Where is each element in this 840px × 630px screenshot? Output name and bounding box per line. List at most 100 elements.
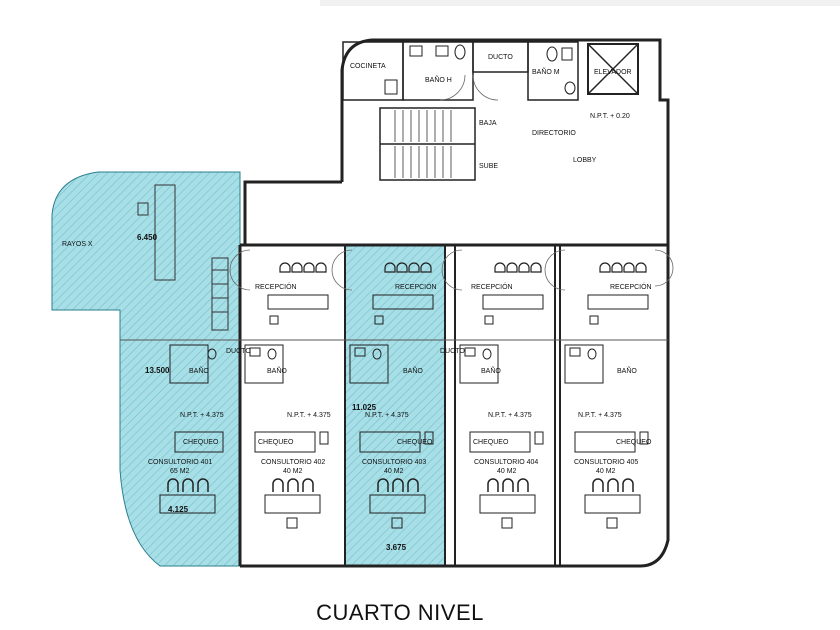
doctor-chair	[286, 517, 298, 529]
waiting-chair	[303, 262, 315, 273]
sink	[464, 347, 476, 357]
consult-chair	[607, 478, 619, 492]
label-rayos-x: RAYOS X	[62, 241, 93, 248]
suite-403-recepcion: RECEPCIÓN	[395, 282, 437, 291]
suite-405-chequeo: CHEQUEO	[616, 439, 652, 446]
suite-403-name: CONSULTORIO 403	[362, 459, 426, 466]
suite-404-chequeo: CHEQUEO	[473, 439, 509, 446]
consult-chair	[487, 478, 499, 492]
consult-chair	[287, 478, 299, 492]
suite-401-recepcion: RECEPCIÓN	[255, 282, 297, 291]
consult-desk	[159, 494, 216, 514]
label-directorio: DIRECTORIO	[532, 130, 576, 137]
dimension-6450: 6.450	[137, 233, 158, 242]
label-bano-h: BAÑO H	[425, 75, 452, 84]
consult-chair	[272, 478, 284, 492]
rayos-x-fixtures	[137, 184, 229, 331]
toilet	[587, 348, 597, 360]
suite-403-area: 40 M2	[384, 468, 404, 475]
dimension-13500: 13.500	[145, 366, 170, 375]
consult-chair	[197, 478, 209, 492]
reception-desk	[372, 294, 434, 310]
exam-table	[359, 431, 421, 453]
exam-stool	[319, 431, 329, 445]
suite-402-bano: BAÑO	[267, 366, 287, 375]
suite-404-bano: BAÑO	[481, 366, 501, 375]
label-cocineta: COCINETA	[350, 63, 386, 70]
reception-desk	[267, 294, 329, 310]
label-npt-top: N.P.T. + 0.20	[590, 113, 630, 120]
stair-treads	[394, 110, 452, 178]
waiting-chair	[599, 262, 611, 273]
waiting-chair	[408, 262, 420, 273]
suite-401-npt: N.P.T. + 4.375	[180, 412, 224, 419]
suite-405-name: CONSULTORIO 405	[574, 459, 638, 466]
consult-chair	[407, 478, 419, 492]
consult-chair	[392, 478, 404, 492]
suite-404-area: 40 M2	[497, 468, 517, 475]
dimension-11025: 11.025	[352, 403, 377, 412]
consult-desk	[584, 494, 641, 514]
bathroom-box	[349, 344, 389, 384]
consult-chair	[517, 478, 529, 492]
suite-404-name: CONSULTORIO 404	[474, 459, 538, 466]
bathroom-box	[459, 344, 499, 384]
toilet	[372, 348, 382, 360]
label-lobby: LOBBY	[573, 157, 597, 164]
suite-401-ducto: DUCTO	[226, 348, 251, 355]
suite-405-npt: N.P.T. + 4.375	[578, 412, 622, 419]
exam-table	[254, 431, 316, 453]
consult-chair	[502, 478, 514, 492]
dimension-3675: 3.675	[386, 543, 407, 552]
reception-chair	[484, 315, 494, 325]
suite-405-area: 40 M2	[596, 468, 616, 475]
consult-chair	[622, 478, 634, 492]
label-sube: SUBE	[479, 163, 498, 170]
waiting-chair	[279, 262, 291, 273]
suite-furniture	[159, 262, 649, 529]
suite-405-recepcion: RECEPCIÓN	[610, 282, 652, 291]
consult-desk	[479, 494, 536, 514]
suite-403-bano: BAÑO	[403, 366, 423, 375]
exam-stool	[424, 431, 434, 445]
suite-402-npt: N.P.T. + 4.375	[287, 412, 331, 419]
consult-chair	[592, 478, 604, 492]
suite-401-name: CONSULTORIO 401	[148, 459, 212, 466]
consult-chair	[167, 478, 179, 492]
doctor-chair	[391, 517, 403, 529]
waiting-chair	[396, 262, 408, 273]
consult-desk	[264, 494, 321, 514]
suite-404-recepcion: RECEPCIÓN	[471, 282, 513, 291]
core	[342, 41, 639, 181]
waiting-chair	[611, 262, 623, 273]
bathroom-box	[244, 344, 284, 384]
waiting-chair	[635, 262, 647, 273]
consult-chair	[302, 478, 314, 492]
waiting-chair	[530, 262, 542, 273]
reception-chair	[374, 315, 384, 325]
suite-405-bano: BAÑO	[617, 366, 637, 375]
dimension-4125: 4.125	[168, 505, 189, 514]
bathroom-box	[564, 344, 604, 384]
suite-401-area: 65 M2	[170, 468, 190, 475]
exam-table	[469, 431, 531, 453]
suite-404-npt: N.P.T. + 4.375	[488, 412, 532, 419]
reception-chair	[269, 315, 279, 325]
suite-401-bano: BAÑO	[189, 366, 209, 375]
core-fixtures	[384, 44, 576, 95]
reception-desk	[587, 294, 649, 310]
suite-402-chequeo: CHEQUEO	[258, 439, 294, 446]
suite-402-area: 40 M2	[283, 468, 303, 475]
toilet	[482, 348, 492, 360]
label-elevador: ELEVADOR	[594, 69, 632, 76]
consult-desk	[369, 494, 426, 514]
sink	[354, 347, 366, 357]
label-ducto-core: DUCTO	[488, 54, 513, 61]
reception-desk	[482, 294, 544, 310]
waiting-chair	[623, 262, 635, 273]
waiting-chair	[506, 262, 518, 273]
suite-401-chequeo: CHEQUEO	[183, 439, 219, 446]
label-baja: BAJA	[479, 120, 497, 127]
waiting-chair	[518, 262, 530, 273]
consultorio-403-highlight	[344, 244, 446, 566]
